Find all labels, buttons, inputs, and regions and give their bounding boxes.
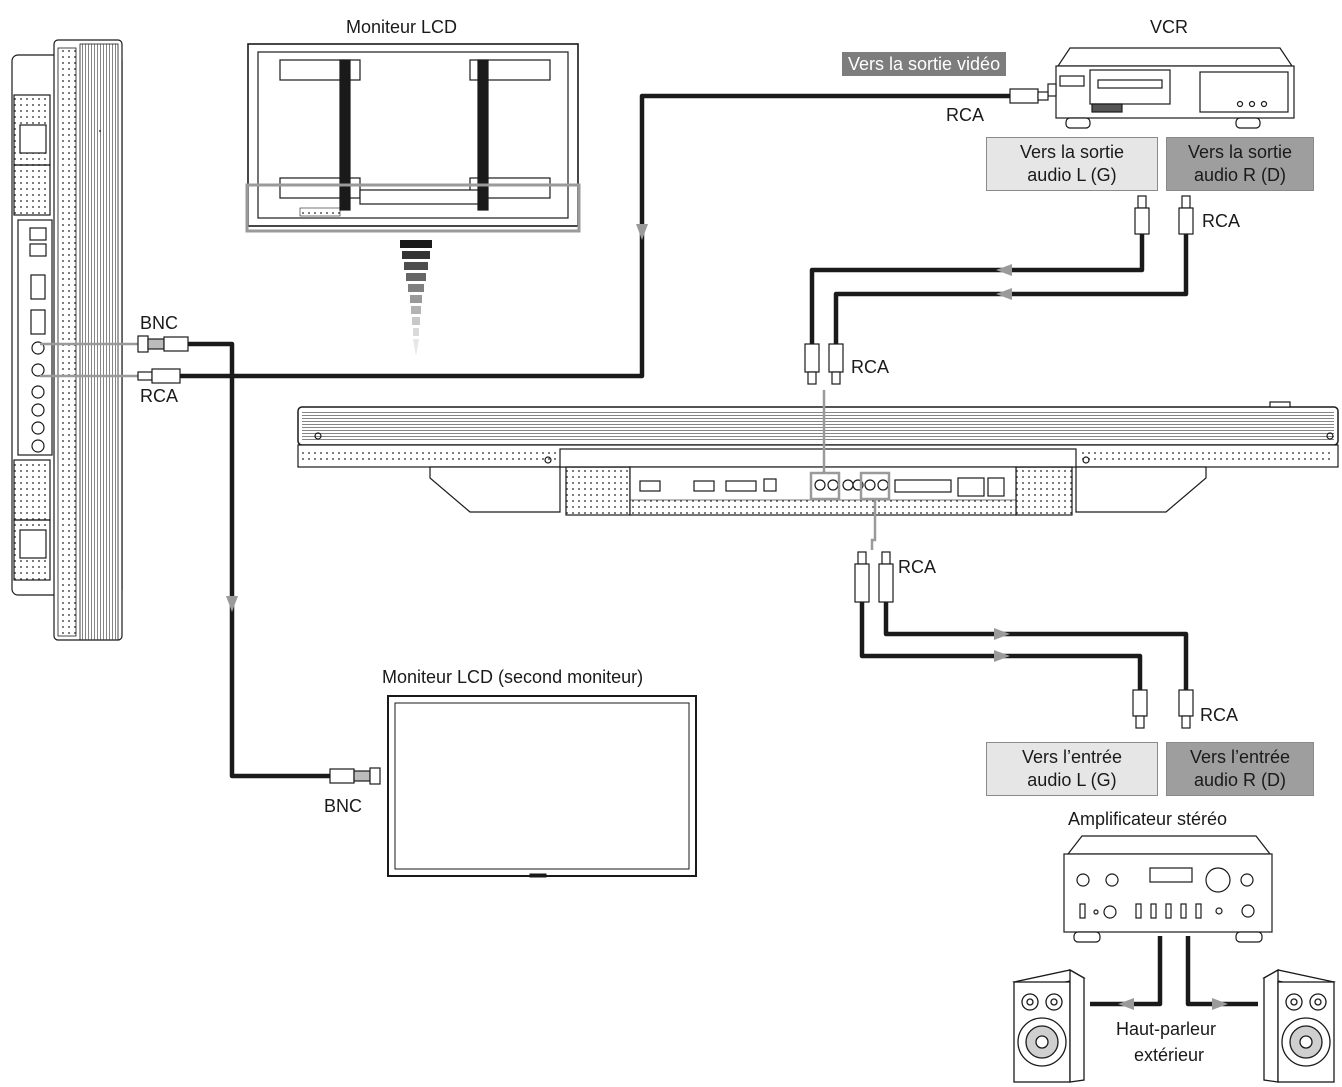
- bnc-plug-monitor: [137, 335, 189, 353]
- rca-plug-monitor: [137, 368, 181, 384]
- lcd-monitor-title: Moniteur LCD: [346, 17, 458, 37]
- rca-plugs-amp-input: [1132, 689, 1194, 729]
- rca-label-monitor: RCA: [140, 386, 179, 406]
- speaker-label-line1: Haut-parleur: [1116, 1019, 1217, 1039]
- amp-audio-r-box: Vers l’entrée audio R (D): [1166, 742, 1314, 796]
- rca-plugs-vcr-audio: [1134, 195, 1194, 235]
- monitor-bottom-view: [297, 401, 1339, 516]
- vcr-audio-l-box: Vers la sortie audio L (G): [986, 137, 1158, 191]
- vcr-audio-r-box: Vers la sortie audio R (D): [1166, 137, 1314, 191]
- vcr-audio-r-line2: audio R (D): [1193, 165, 1287, 185]
- stereo-amplifier-device: [1063, 835, 1273, 943]
- bnc-label-second-monitor: BNC: [324, 796, 363, 816]
- left-speaker: [1012, 968, 1086, 1083]
- vcr-audio-l-line1: Vers la sortie: [1019, 142, 1125, 162]
- rca-label-monitor-input: RCA: [851, 357, 890, 377]
- amp-audio-l-line2: audio L (G): [1027, 770, 1117, 790]
- rca-plug-vcr-video: [1009, 88, 1049, 104]
- bnc-label-monitor: BNC: [140, 313, 179, 333]
- rear-highlight-frame: [245, 183, 581, 233]
- speaker-label-line2: extérieur: [1134, 1045, 1205, 1065]
- amp-audio-l-line1: Vers l’entrée: [1021, 747, 1123, 767]
- rca-plugs-monitor-output: [854, 551, 894, 603]
- rca-plugs-monitor-input: [804, 343, 844, 385]
- gray-wires: [40, 342, 877, 550]
- vcr-title: VCR: [1150, 17, 1189, 37]
- flow-arrows: [226, 224, 1228, 1010]
- side-view-monitor: [11, 39, 123, 641]
- rca-label-vcr-video: RCA: [946, 105, 985, 125]
- amplifier-title: Amplificateur stéréo: [1068, 809, 1228, 829]
- bnc-plug-second-monitor: [329, 767, 381, 785]
- video-out-tag: Vers la sortie vidéo: [842, 52, 1007, 76]
- amp-audio-r-line2: audio R (D): [1193, 770, 1287, 790]
- vcr-device: [1047, 47, 1295, 129]
- vcr-audio-r-line1: Vers la sortie: [1187, 142, 1293, 162]
- vcr-audio-l-line2: audio L (G): [1027, 165, 1117, 185]
- rca-label-amp-input: RCA: [1200, 705, 1239, 725]
- amp-audio-l-box: Vers l’entrée audio L (G): [986, 742, 1158, 796]
- rca-label-monitor-output: RCA: [898, 557, 937, 577]
- zoom-gradient-indicator: [400, 240, 432, 356]
- rca-label-vcr-audio: RCA: [1202, 211, 1241, 231]
- amp-audio-r-line1: Vers l’entrée: [1189, 747, 1291, 767]
- second-monitor-title: Moniteur LCD (second moniteur): [382, 667, 644, 687]
- right-speaker: [1262, 968, 1336, 1083]
- second-monitor-device: [387, 695, 697, 878]
- rear-view-monitor: [247, 43, 579, 227]
